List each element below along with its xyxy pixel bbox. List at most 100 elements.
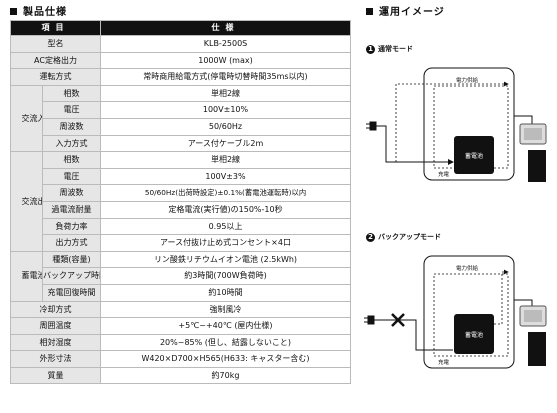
cross-icon bbox=[391, 313, 405, 327]
row-value: 単相2線 bbox=[100, 84, 351, 103]
row-value: +5℃~+40℃ (屋内仕様) bbox=[100, 317, 351, 335]
table-row: AC定格出力 1000W (max) bbox=[10, 51, 351, 70]
input-line bbox=[376, 125, 454, 165]
ups-enclosure bbox=[423, 67, 515, 181]
row-label: 電圧 bbox=[42, 101, 101, 119]
row-label: 相数 bbox=[42, 84, 101, 103]
row-value: リン酸鉄リチウムイオン電池 (2.5kWh) bbox=[100, 250, 351, 269]
battery-box bbox=[454, 314, 494, 354]
table-row: 過電流耐量 定格電流(実行値)の150%-10秒 bbox=[11, 200, 351, 219]
row-label: バックアップ時間 bbox=[42, 267, 101, 285]
row-label: 周波数 bbox=[42, 184, 101, 202]
table-row: 外形寸法 W420×D700×H565(H633: キャスター含む) bbox=[10, 350, 351, 368]
number-badge: 2 bbox=[366, 233, 375, 242]
monitor-screen bbox=[524, 310, 542, 322]
group-label: 交流入力 bbox=[21, 113, 42, 123]
table-row: バックアップ時間 約3時間(700W負荷時) bbox=[11, 267, 351, 285]
table-row: 冷却方式 強制風冷 bbox=[10, 300, 351, 319]
row-label: 電圧 bbox=[42, 167, 101, 186]
row-label: 過電流耐量 bbox=[42, 200, 101, 219]
square-bullet-icon bbox=[10, 8, 17, 15]
row-value: 約3時間(700W負荷時) bbox=[100, 267, 351, 285]
table-row: 電圧 100V±3% bbox=[11, 167, 351, 186]
row-value: 単相2線 bbox=[100, 151, 351, 169]
mode-title-text: バックアップモード bbox=[378, 233, 441, 241]
mode-1-diagram: 蓄電池 電力供給 充電 bbox=[366, 67, 547, 182]
table-row: 蓄電池 種類(容量) リン酸鉄リチウムイオン電池 (2.5kWh) bbox=[10, 250, 351, 302]
table-row: 電圧 100V±10% bbox=[11, 101, 351, 119]
group-battery: 蓄電池 bbox=[10, 250, 43, 302]
row-label: 運転方式 bbox=[10, 68, 101, 86]
group-ac-input: 交流入力 bbox=[10, 84, 43, 153]
mode-title-text: 通常モード bbox=[378, 45, 413, 53]
supply-label: 電力供給 bbox=[456, 76, 479, 84]
ups-inner-box bbox=[433, 273, 509, 357]
group-label: 交流出力 bbox=[21, 196, 42, 206]
table-row: 周囲温度 +5℃~+40℃ (屋内仕様) bbox=[10, 317, 351, 335]
row-value: 1000W (max) bbox=[100, 51, 351, 70]
usage-section-title: 運用イメージ bbox=[366, 3, 445, 18]
row-value: アース付抜け止め式コンセント×4口 bbox=[100, 234, 351, 252]
tower-icon bbox=[528, 150, 546, 182]
table-row: 出力方式 アース付抜け止め式コンセント×4口 bbox=[11, 234, 351, 252]
plug-icon bbox=[366, 121, 377, 131]
group-ac-output: 交流出力 bbox=[10, 151, 43, 252]
input-line bbox=[374, 319, 453, 351]
row-label: 外形寸法 bbox=[10, 350, 101, 368]
row-value: 0.95以上 bbox=[100, 217, 351, 236]
row-value: 常時商用給電方式(停電時切替時間35ms以内) bbox=[100, 68, 351, 86]
usage-title-text: 運用イメージ bbox=[379, 7, 445, 18]
battery-box bbox=[454, 136, 494, 174]
supply-label: 電力供給 bbox=[456, 264, 479, 272]
group-label: 蓄電池 bbox=[21, 271, 42, 281]
tower-icon bbox=[528, 332, 546, 366]
table-row: 質量 約70kg bbox=[10, 366, 351, 385]
row-value: 約10時間 bbox=[100, 283, 351, 302]
table-row: 周波数 50/60Hz bbox=[11, 117, 351, 136]
spec-title-text: 製品仕様 bbox=[23, 7, 67, 18]
square-bullet-icon bbox=[366, 8, 373, 15]
row-label: AC定格出力 bbox=[10, 51, 101, 70]
row-label: 相数 bbox=[42, 151, 101, 169]
table-row: 交流入力 相数 単相2線 bbox=[10, 84, 351, 153]
row-value: 約70kg bbox=[100, 366, 351, 385]
row-value: アース付ケーブル2m bbox=[100, 134, 351, 153]
row-label: 種類(容量) bbox=[42, 250, 101, 269]
table-row: 交流出力 相数 単相2線 bbox=[10, 151, 351, 252]
table-header-row: 項目 仕様 bbox=[10, 20, 351, 36]
header-spec: 仕様 bbox=[100, 20, 351, 36]
row-value: 定格電流(実行値)の150%-10秒 bbox=[100, 200, 351, 219]
row-value: KLB-2500S bbox=[100, 35, 351, 53]
table-row: 負荷力率 0.95以上 bbox=[11, 217, 351, 236]
row-value: 強制風冷 bbox=[100, 300, 351, 319]
row-value: 100V±3% bbox=[100, 167, 351, 186]
row-value: 100V±10% bbox=[100, 101, 351, 119]
table-row: 充電回復時間 約10時間 bbox=[11, 283, 351, 302]
charge-label: 充電 bbox=[438, 170, 450, 178]
table-row: 入力方式 アース付ケーブル2m bbox=[11, 134, 351, 153]
row-label: 負荷力率 bbox=[42, 217, 101, 236]
supply-path bbox=[395, 81, 509, 162]
row-value: 50/60Hz bbox=[100, 117, 351, 136]
monitor-screen bbox=[524, 128, 542, 140]
ups-enclosure bbox=[423, 255, 515, 369]
table-row: 運転方式 常時商用給電方式(停電時切替時間35ms以内) bbox=[10, 68, 351, 86]
row-label: 入力方式 bbox=[42, 134, 101, 153]
spec-section-title: 製品仕様 bbox=[10, 3, 67, 18]
plug-icon bbox=[364, 315, 375, 325]
row-label: 相対湿度 bbox=[10, 333, 101, 352]
row-value: 50/60Hz(出荷時設定)±0.1%(蓄電池運転時)以内 bbox=[100, 184, 351, 202]
spec-table: 項目 仕様 型名 KLB-2500S AC定格出力 1000W (max) 運転… bbox=[10, 20, 351, 385]
row-label: 周囲温度 bbox=[10, 317, 101, 335]
row-value: 20%~85% (但し、結露しないこと) bbox=[100, 333, 351, 352]
row-label: 質量 bbox=[10, 366, 101, 385]
row-label: 出力方式 bbox=[42, 234, 101, 252]
charge-label: 充電 bbox=[438, 358, 450, 366]
table-row: 周波数 50/60Hz(出荷時設定)±0.1%(蓄電池運転時)以内 bbox=[11, 184, 351, 202]
table-row: 相対湿度 20%~85% (但し、結露しないこと) bbox=[10, 333, 351, 352]
row-value: W420×D700×H565(H633: キャスター含む) bbox=[100, 350, 351, 368]
number-badge: 1 bbox=[366, 45, 375, 54]
row-label: 型名 bbox=[10, 35, 101, 53]
